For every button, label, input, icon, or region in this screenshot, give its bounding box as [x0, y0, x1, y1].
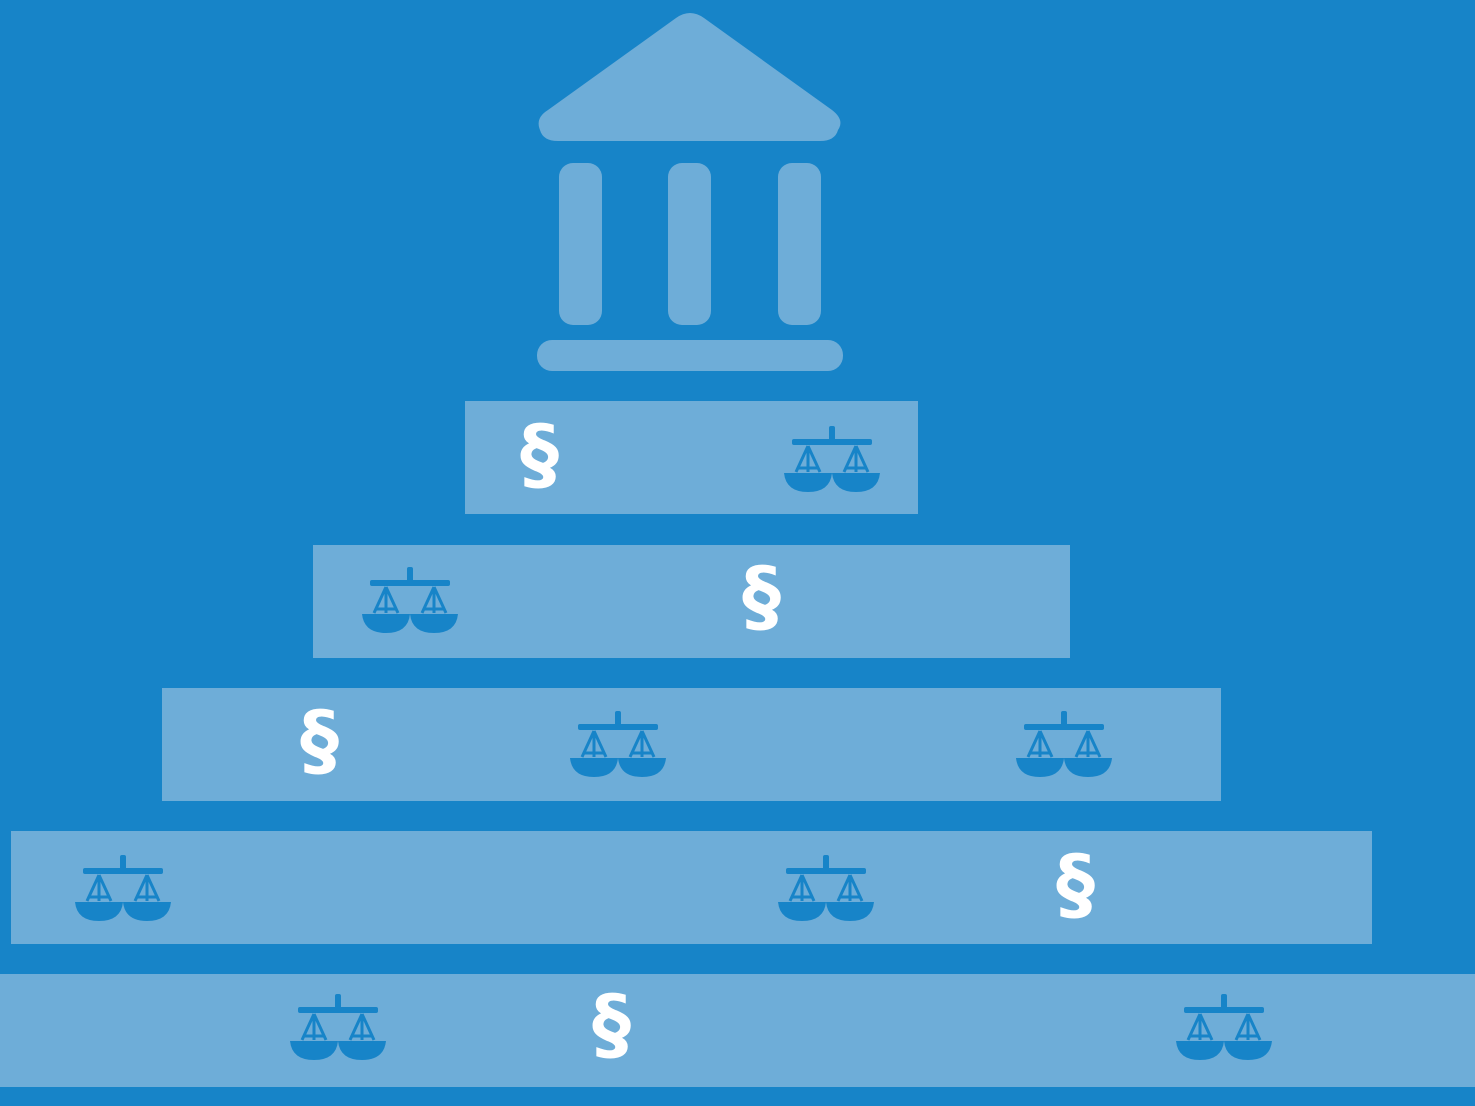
courthouse-column-left	[559, 163, 602, 325]
scales-icon	[360, 565, 460, 637]
courthouse-base	[537, 340, 843, 371]
tier-5	[0, 974, 1475, 1087]
scales-icon	[1014, 709, 1114, 781]
scales-icon	[73, 853, 173, 925]
courthouse-column-right	[778, 163, 821, 325]
section-sign: §	[592, 980, 631, 1070]
tier-3	[162, 688, 1221, 801]
scales-icon	[776, 853, 876, 925]
scales-icon	[782, 424, 882, 496]
section-sign: §	[742, 552, 781, 642]
tier-4	[11, 831, 1372, 944]
courthouse-icon	[537, 13, 843, 371]
scales-icon	[1174, 992, 1274, 1064]
section-sign: §	[300, 696, 339, 786]
courthouse-roof	[538, 13, 841, 141]
scales-icon	[568, 709, 668, 781]
section-sign: §	[1056, 840, 1095, 930]
section-sign: §	[520, 410, 559, 500]
courthouse-column-middle	[668, 163, 711, 325]
tier-1	[465, 401, 918, 514]
scales-icon	[288, 992, 388, 1064]
